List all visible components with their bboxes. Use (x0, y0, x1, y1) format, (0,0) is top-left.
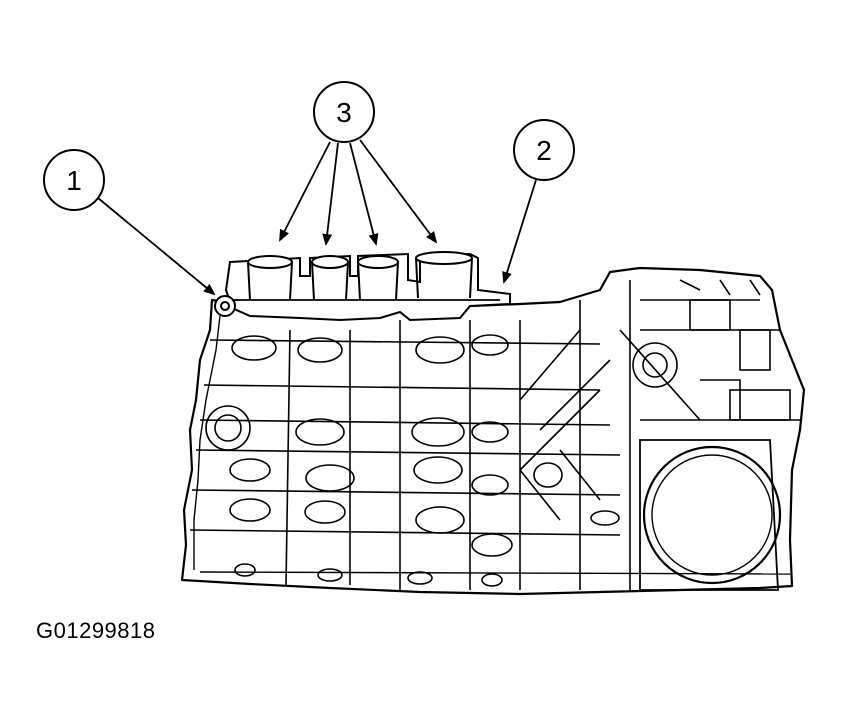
arrow-callout-1 (97, 197, 216, 296)
callout-2: 2 (513, 119, 575, 181)
callout-3: 3 (313, 81, 375, 143)
valve-bores (205, 334, 678, 587)
callout-1: 1 (43, 149, 105, 211)
bracket-detail (679, 279, 791, 421)
callout-2-label: 2 (536, 135, 552, 166)
connector (214, 295, 236, 317)
arrow-callout-3c (349, 142, 379, 246)
solenoid-pack (224, 251, 511, 322)
accumulator-bore (639, 439, 782, 591)
valve-body-passages (189, 280, 800, 590)
figure-id: G01299818 (36, 618, 156, 643)
arrow-callout-3b (322, 142, 339, 246)
arrow-callout-2 (502, 179, 537, 284)
callout-1-label: 1 (66, 165, 82, 196)
leader-arrows (97, 139, 537, 296)
arrow-callout-3d (359, 139, 438, 244)
callout-3-label: 3 (336, 97, 352, 128)
arrow-callout-3a (279, 141, 331, 242)
valve-body (180, 266, 806, 596)
